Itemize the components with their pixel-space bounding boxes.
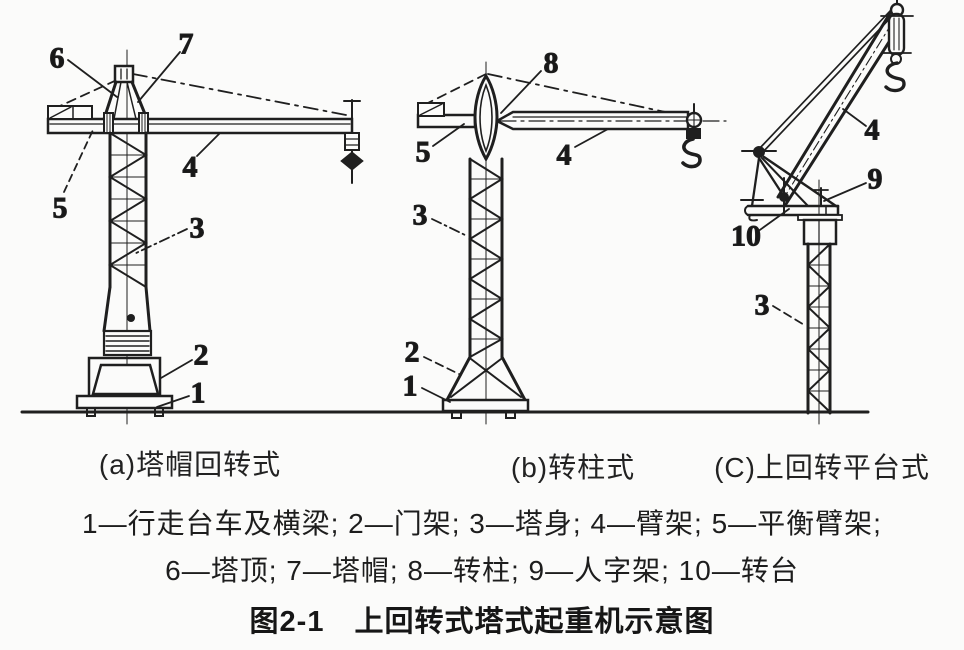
part-label-a-7: 7 bbox=[179, 28, 194, 61]
legend-line-2: 6—塔顶; 7—塔帽; 8—转柱; 9—人字架; 10—转台 bbox=[165, 555, 799, 586]
part-label-a-1: 1 bbox=[191, 377, 206, 410]
subcaption-b: (b)转柱式 bbox=[510, 452, 636, 483]
crane-diagram: 6 7 5 4 3 2 1 bbox=[20, 0, 914, 425]
part-label-b-1: 1 bbox=[403, 370, 418, 403]
subcaption-a: (a)塔帽回转式 bbox=[98, 449, 282, 480]
crane-a: 6 7 5 4 3 2 1 bbox=[46, 27, 364, 425]
part-label-a-6: 6 bbox=[50, 42, 65, 75]
crane-c: 4 9 10 3 bbox=[731, 0, 914, 425]
part-label-a-4: 4 bbox=[183, 151, 198, 184]
subcaption-c: (C)上回转平台式 bbox=[714, 452, 930, 483]
figure-caption: 图2-1 上回转式塔式起重机示意图 bbox=[249, 606, 715, 638]
part-label-b-3: 3 bbox=[413, 199, 428, 232]
part-label-b-5: 5 bbox=[416, 136, 431, 169]
part-label-c-9: 9 bbox=[868, 163, 883, 196]
part-label-a-2: 2 bbox=[194, 339, 209, 372]
part-label-a-5: 5 bbox=[53, 192, 68, 225]
part-label-b-4: 4 bbox=[557, 139, 572, 172]
crane-b: 8 5 4 3 2 1 bbox=[402, 46, 727, 425]
part-label-c-3: 3 bbox=[755, 289, 770, 322]
part-label-b-8: 8 bbox=[544, 47, 559, 80]
part-label-a-3: 3 bbox=[190, 212, 205, 245]
part-label-b-2: 2 bbox=[405, 336, 420, 369]
part-label-c-4: 4 bbox=[865, 114, 880, 147]
legend-line-1: 1—行走台车及横梁; 2—门架; 3—塔身; 4—臂架; 5—平衡臂架; bbox=[82, 508, 882, 539]
part-label-c-10: 10 bbox=[731, 220, 761, 253]
